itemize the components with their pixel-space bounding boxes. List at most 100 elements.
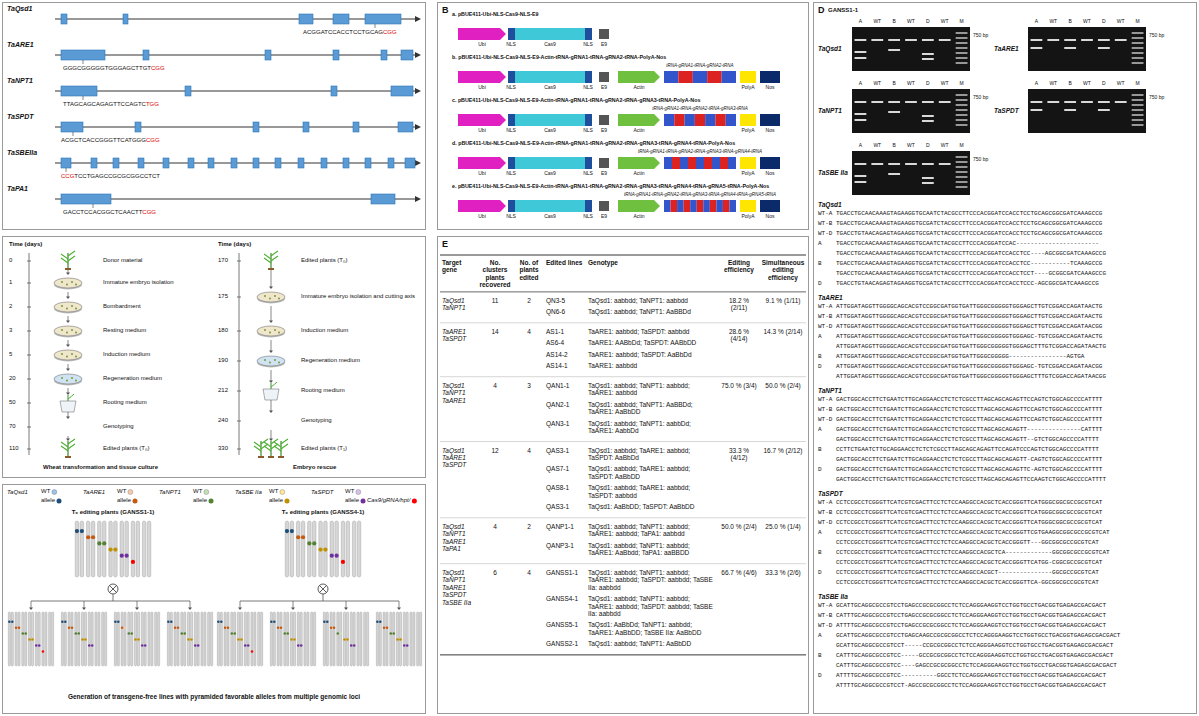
element-label: Ubi <box>478 214 486 220</box>
plant-leaf <box>68 439 75 444</box>
table-cell: GANSS5-1 <box>546 621 586 628</box>
chromosome <box>313 521 317 577</box>
chromosome <box>261 612 263 666</box>
time-tick <box>27 403 31 404</box>
nls-box <box>508 200 515 212</box>
gene-heading: TaNPT1 <box>818 387 842 394</box>
flow-arrowhead <box>188 608 192 611</box>
flow-arrowhead <box>269 321 273 324</box>
time-tick <box>237 449 241 450</box>
table-header: Edited lines <box>546 259 586 266</box>
polya-box <box>740 71 756 83</box>
gel-band <box>922 115 934 117</box>
cas9-box <box>515 114 585 126</box>
trna-grna-unit <box>716 200 723 212</box>
table-cell: TaQsd1: AaBbDD; TaSPDT: AaBbDD <box>588 503 716 510</box>
chromosome <box>75 521 79 577</box>
flow-arrowhead <box>269 439 273 442</box>
chromosome <box>45 612 47 666</box>
allele-dot <box>403 644 406 647</box>
gel-band <box>855 51 867 53</box>
allele-dot <box>353 644 356 647</box>
grna-sequence: ACGGATCCACCTCCTGCAGCGG <box>303 29 397 36</box>
sequence-line: B TGACCTGCAACAAAGTAGAAGGTGCGATCTACGCCTTC… <box>818 261 1102 268</box>
explant <box>269 332 271 334</box>
explant <box>274 359 276 361</box>
plant-leaf <box>264 446 271 451</box>
chromosome <box>174 612 176 666</box>
chromosome <box>284 612 286 666</box>
panel-caption: Generation of transgene-free lines with … <box>68 693 360 700</box>
table-cell: TaQsd1: aabbdd; TaNPT1: aabbdd; TaARE1: … <box>588 542 716 557</box>
gel-band <box>1098 109 1110 111</box>
trna-grna-unit <box>677 200 684 212</box>
sequence-part: TGG <box>146 101 159 107</box>
gel-band <box>939 101 951 103</box>
allele-dot <box>174 626 177 629</box>
allele-dot <box>42 650 45 653</box>
chromosome <box>141 612 143 666</box>
chromosome <box>357 521 361 577</box>
plant-base <box>258 456 264 458</box>
flow-arrow <box>271 340 272 351</box>
exon-box <box>163 158 169 168</box>
exon-box <box>398 122 413 132</box>
terminator-box <box>599 201 609 211</box>
element-label: Actin <box>633 171 644 177</box>
allele-dot <box>406 644 409 647</box>
element-label: Cas9 <box>544 85 556 91</box>
allele-dot <box>285 499 290 504</box>
element-label: NLS <box>583 214 593 220</box>
intron-line <box>55 127 415 128</box>
gel-band <box>1132 52 1144 54</box>
table-cell: 4 <box>478 382 512 389</box>
nls-box <box>508 157 515 169</box>
chromosome <box>323 612 325 666</box>
step-label: Rooting medium <box>103 399 147 406</box>
gel-band <box>956 119 968 121</box>
sequence-line: B CCTTCTGAATCTTGCAGGAACCTCTCTCGCCTTAGCAG… <box>818 447 1099 454</box>
element-label: Actin <box>633 128 644 134</box>
allele-dot <box>28 638 31 641</box>
nls-box <box>585 28 592 40</box>
table-cell: TaARE1: aabbdd; TaSPDT: AaBbDd <box>588 351 716 358</box>
table-panel: ETarget geneNo. clusters plants recovere… <box>437 236 809 714</box>
flow-arrow <box>399 601 400 608</box>
exon-box <box>188 158 194 168</box>
flow-arrowhead <box>269 287 273 290</box>
lane-label: A <box>859 19 862 25</box>
table-cell: QN6-6 <box>546 308 586 315</box>
flow-arrow <box>31 601 32 608</box>
allele-dot <box>177 626 180 629</box>
time-value: 190 <box>218 357 228 364</box>
lane-label: D <box>926 19 930 25</box>
flow-arrow <box>240 601 241 608</box>
chromosome <box>346 521 350 577</box>
gel-band <box>922 53 934 55</box>
table-rule <box>440 255 806 256</box>
exon-box <box>123 14 128 24</box>
chromosome <box>42 612 44 666</box>
gel-band <box>1132 119 1144 121</box>
trna-grna-unit <box>705 114 715 126</box>
chromosome <box>91 612 93 666</box>
allele-dot <box>91 644 94 647</box>
gel-band <box>888 101 900 103</box>
chromosome <box>337 612 339 666</box>
exon-box <box>275 158 281 168</box>
explant <box>75 380 77 382</box>
allele-dot <box>361 499 366 504</box>
allele-dot <box>247 644 250 647</box>
time-tick <box>237 297 241 298</box>
allele-dot <box>323 620 326 623</box>
exon-box <box>265 50 271 60</box>
table-cell: TaQsd1: aabbdd; TaNPT1: aabbdd; TaARE1: … <box>588 569 716 591</box>
chromosome <box>304 612 306 666</box>
chromosome <box>158 612 160 666</box>
chromosome <box>352 521 356 577</box>
time-value: 70 <box>9 423 16 430</box>
explant <box>66 308 68 310</box>
chromosome <box>120 521 124 577</box>
wt-dot <box>128 490 133 495</box>
gel-band <box>956 32 968 34</box>
